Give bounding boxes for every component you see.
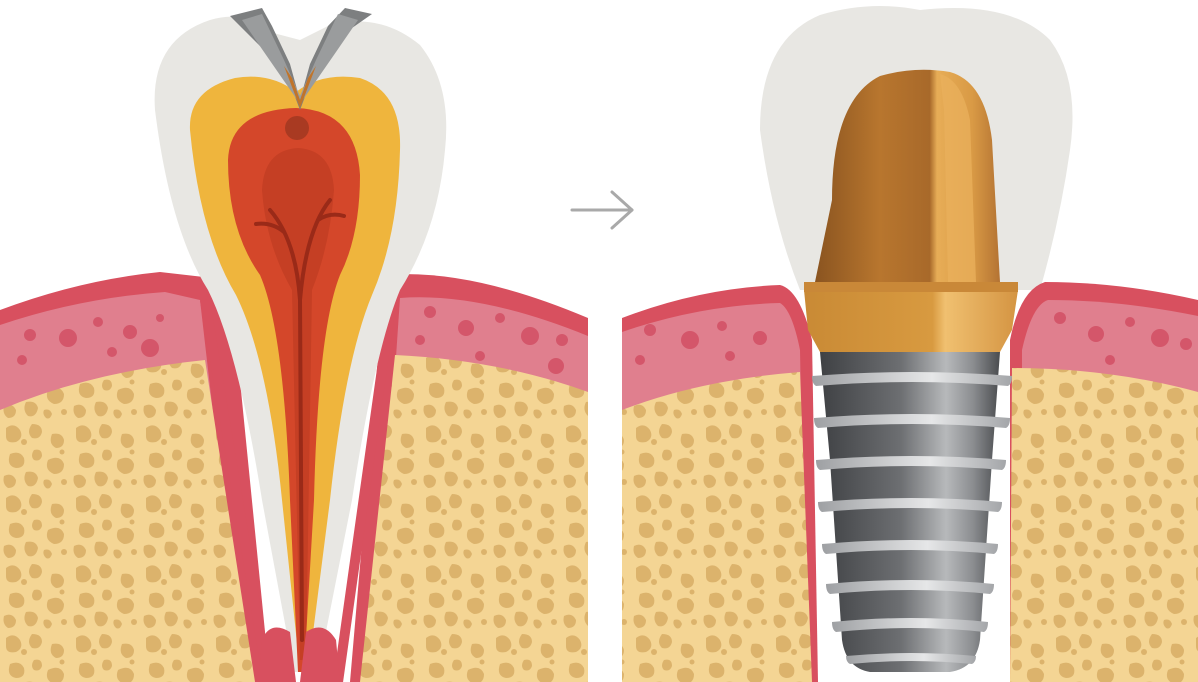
right-arrow-icon [572,192,632,228]
bone-right-implant [1010,368,1198,682]
implant-collar [804,290,1018,352]
natural-tooth-panel [0,8,588,682]
bone-left-implant [622,372,812,682]
bone-right [360,355,588,682]
dental-implant-panel [622,6,1198,682]
